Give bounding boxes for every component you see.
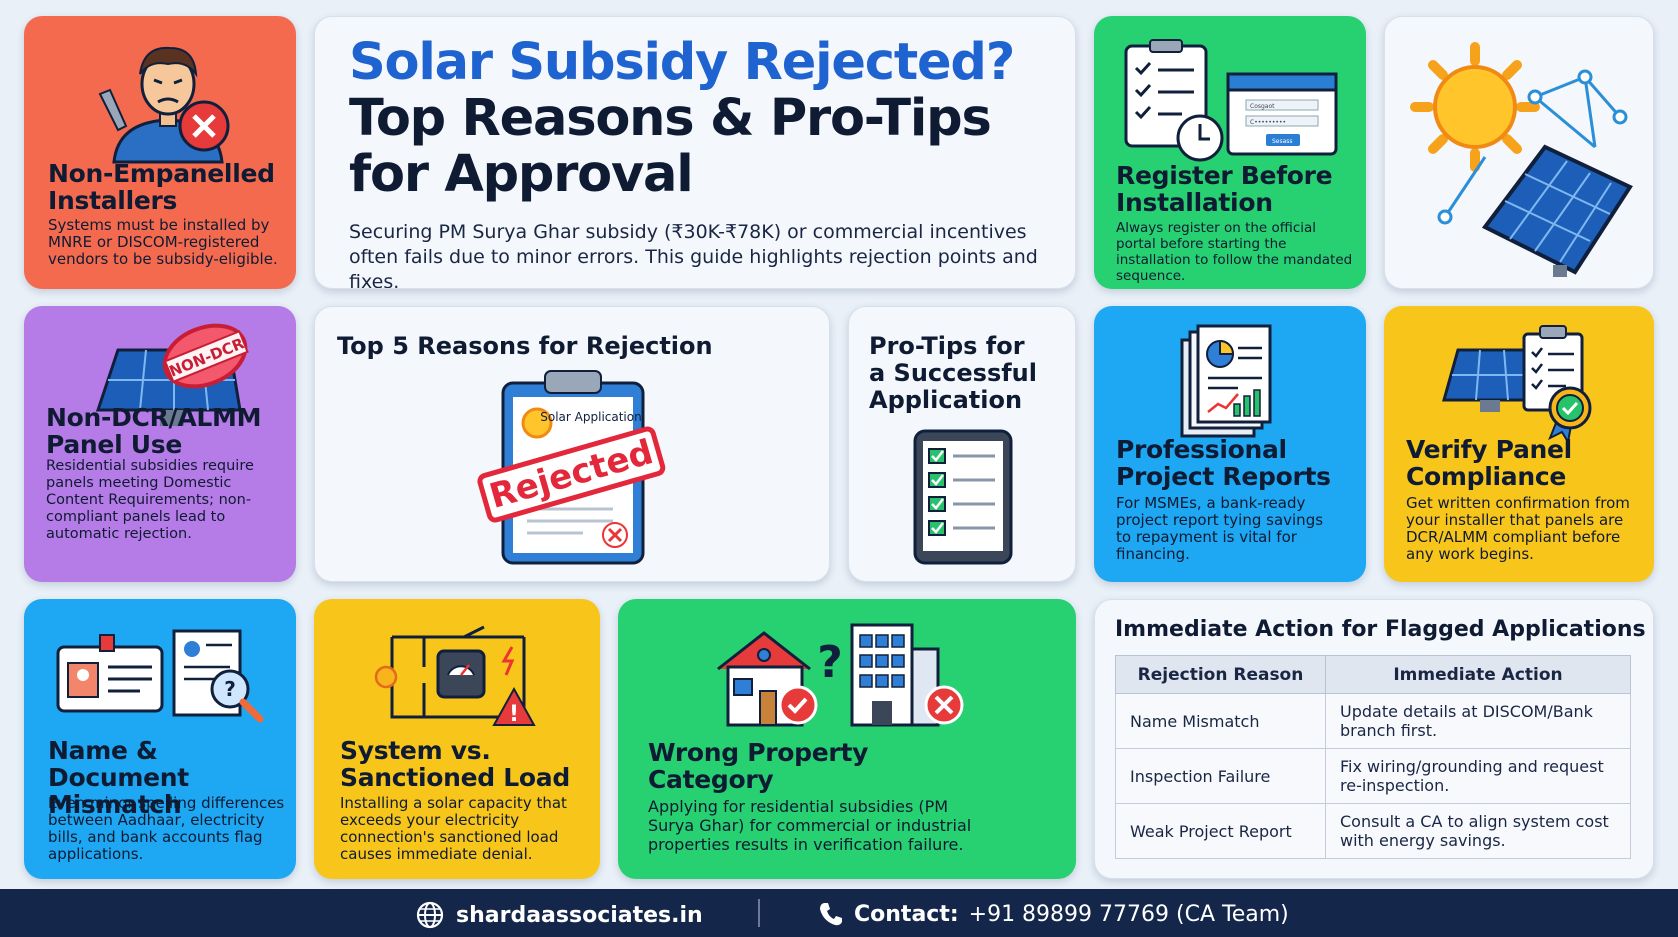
card-description: Get written confirmation from your insta… (1406, 494, 1630, 563)
column-header: Immediate Action (1325, 655, 1631, 694)
card-title: Professional Project Reports (1116, 435, 1331, 491)
column-header: Rejection Reason (1115, 655, 1326, 694)
hero-card: Solar Subsidy Rejected? Top Reasons & Pr… (314, 16, 1076, 289)
contact-phone[interactable]: +91 89899 77769 (CA Team) (968, 901, 1289, 927)
page-title-line3: for Approval (349, 145, 694, 204)
checklist-clock-portal-icon: Cosgaot C••••••••• Sesass (1124, 39, 1338, 162)
clipboard-label: Solar Application (540, 410, 641, 424)
footer-divider (758, 899, 760, 927)
page-subtitle: Securing PM Surya Ghar subsidy (₹30K-₹78… (349, 221, 1038, 289)
card-non-dcr-panel-use: NON-DCR Non-DCR/ALMM Panel Use Residenti… (24, 306, 296, 582)
solar-sun-panel-illustration (1384, 16, 1654, 289)
house-building-icon: ? (717, 623, 964, 727)
website-link[interactable]: shardaassociates.in (456, 902, 703, 928)
card-professional-project-reports: Professional Project Reports For MSMEs, … (1094, 306, 1366, 582)
action-table-title: Immediate Action for Flagged Application… (1115, 617, 1646, 642)
page-title-line1: Solar Subsidy Rejected? (349, 33, 1015, 92)
table-cell: Inspection Failure (1115, 748, 1326, 804)
footer-bar: shardaassociates.in Contact: +91 89899 7… (0, 889, 1678, 937)
action-table: Rejection Reason Immediate Action Name M… (1115, 655, 1631, 859)
sun-solar-panel-icon (1410, 42, 1633, 277)
portal-button-label: Sesass (1272, 138, 1293, 145)
card-description: Installing a solar capacity that exceeds… (340, 794, 567, 863)
card-description: Residential subsidies require panels mee… (46, 458, 254, 542)
table-cell: Weak Project Report (1115, 803, 1326, 859)
card-system-sanctioned-load: ! System vs. Sanctioned Load Installing … (314, 599, 600, 879)
circuit-meter-warning-icon: ! (374, 625, 536, 727)
card-title: Name & Document Mismatch (48, 736, 189, 819)
page-title: Solar Subsidy Rejected? Top Reasons & Pr… (349, 33, 1015, 204)
card-description: Even minor spelling differences between … (48, 794, 285, 863)
card-register-before-installation: Cosgaot C••••••••• Sesass Register Befor… (1094, 16, 1366, 289)
card-description: Applying for residential subsidies (PM S… (648, 797, 972, 854)
card-description: Systems must be installed by MNRE or DIS… (48, 216, 278, 268)
section-title: Pro-Tips for a Successful Application (869, 332, 1037, 414)
card-wrong-property-category: ? Wrong Property Category Applying for r… (618, 599, 1076, 879)
immediate-action-panel: Immediate Action for Flagged Application… (1094, 599, 1654, 879)
table-row: Inspection Failure Fix wiring/grounding … (1115, 748, 1631, 804)
card-non-empanelled-installers: Non-Empanelled Installers Systems must b… (24, 16, 296, 289)
card-pro-tips: Pro-Tips for a Successful Application (848, 306, 1076, 582)
card-description: Always register on the official portal b… (1116, 220, 1353, 284)
card-title: Non-DCR/ALMM Panel Use (46, 403, 262, 459)
tablet-checklist-icon (913, 429, 1013, 565)
card-title: Verify Panel Compliance (1406, 435, 1572, 491)
portal-field-value: C••••••••• (1250, 119, 1286, 126)
table-cell: Name Mismatch (1115, 693, 1326, 749)
footer-website[interactable]: shardaassociates.in (416, 901, 703, 929)
svg-text:?: ? (817, 637, 843, 688)
card-title: System vs. Sanctioned Load (340, 736, 570, 792)
table-cell: Update details at DISCOM/Bank branch fir… (1325, 693, 1631, 749)
panel-checklist-badge-icon (1442, 325, 1592, 440)
table-row: Weak Project Report Consult a CA to alig… (1115, 803, 1631, 859)
svg-text:?: ? (224, 677, 236, 701)
installer-with-x-icon (98, 46, 230, 164)
footer-contact[interactable]: Contact: +91 89899 77769 (CA Team) (818, 901, 1289, 927)
id-document-magnifier-icon: ? (56, 629, 264, 723)
report-documents-icon (1180, 324, 1272, 438)
card-description: For MSMEs, a bank-ready project report t… (1116, 494, 1324, 563)
table-cell: Consult a CA to align system cost with e… (1325, 803, 1631, 859)
svg-text:!: ! (509, 702, 519, 727)
contact-label: Contact: (854, 901, 959, 927)
card-verify-panel-compliance: Verify Panel Compliance Get written conf… (1384, 306, 1654, 582)
section-title: Top 5 Reasons for Rejection (337, 332, 713, 360)
table-row: Name Mismatch Update details at DISCOM/B… (1115, 693, 1631, 749)
rejected-clipboard-icon: Solar Application Rejected (477, 370, 666, 565)
table-header-row: Rejection Reason Immediate Action (1115, 655, 1631, 694)
card-top-5-reasons: Top 5 Reasons for Rejection Solar Applic… (314, 306, 830, 582)
solar-panel-stamp-icon: NON-DCR (95, 323, 249, 426)
card-title: Wrong Property Category (648, 738, 869, 794)
portal-field-label: Cosgaot (1250, 103, 1275, 110)
globe-icon (416, 901, 444, 929)
table-cell: Fix wiring/grounding and request re-insp… (1325, 748, 1631, 804)
card-name-document-mismatch: ? Name & Document Mismatch Even minor sp… (24, 599, 296, 879)
page-title-line2: Top Reasons & Pro-Tips (349, 89, 992, 148)
card-title: Register Before Installation (1116, 161, 1333, 217)
phone-icon (820, 903, 842, 926)
card-title: Non-Empanelled Installers (48, 159, 275, 215)
